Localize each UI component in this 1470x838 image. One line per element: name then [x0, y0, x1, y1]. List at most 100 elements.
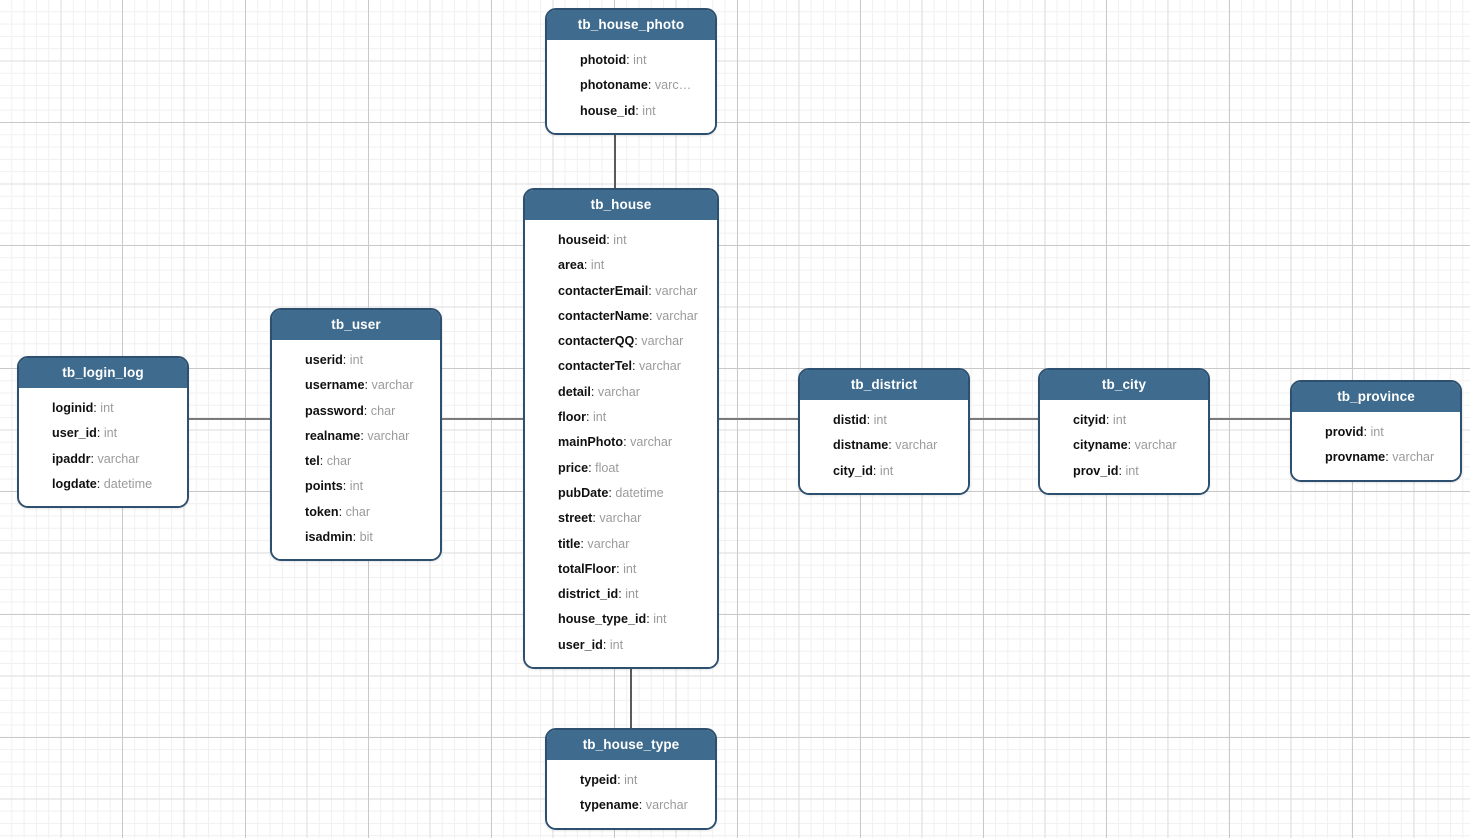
- field-type: int: [1125, 463, 1139, 478]
- field-name: contacterName: [558, 308, 649, 323]
- field-separator: :: [638, 798, 646, 813]
- connector-house-photo[interactable]: [614, 131, 616, 189]
- field-row[interactable]: house_type_id: int: [525, 607, 717, 632]
- field-name: cityid: [1073, 413, 1106, 427]
- field-row[interactable]: contacterEmail: varchar: [525, 279, 717, 304]
- field-row[interactable]: typeid: int: [547, 768, 715, 793]
- field-type: bit: [359, 530, 373, 545]
- field-row[interactable]: distid: int: [800, 408, 968, 433]
- field-row[interactable]: contacterName: varchar: [525, 304, 717, 329]
- field-row[interactable]: loginid: int: [19, 396, 187, 421]
- field-row[interactable]: district_id: int: [525, 582, 717, 607]
- field-name: price: [558, 460, 589, 475]
- field-row[interactable]: distname: varchar: [800, 433, 968, 458]
- field-type: varchar: [656, 308, 698, 323]
- connector-house-district[interactable]: [718, 418, 800, 420]
- field-type: int: [103, 426, 118, 441]
- field-row[interactable]: username: varchar: [272, 373, 440, 398]
- field-row[interactable]: area: int: [525, 253, 717, 278]
- field-separator: :: [90, 451, 98, 466]
- entity-title-tb_province: tb_province: [1292, 382, 1460, 412]
- field-type: varchar: [371, 378, 414, 393]
- field-separator: :: [872, 463, 880, 478]
- field-name: contacterTel: [558, 359, 632, 374]
- connector-city-province[interactable]: [1209, 418, 1292, 420]
- field-row[interactable]: prov_id: int: [1040, 459, 1208, 484]
- field-row[interactable]: pubDate: datetime: [525, 481, 717, 506]
- field-separator: :: [634, 334, 642, 349]
- field-row[interactable]: user_id: int: [525, 633, 717, 658]
- field-row[interactable]: floor: int: [525, 405, 717, 430]
- field-row[interactable]: photoname: varc…: [547, 73, 715, 98]
- field-row[interactable]: city_id: int: [800, 459, 968, 484]
- field-row[interactable]: ipaddr: varchar: [19, 447, 187, 472]
- field-type: char: [370, 403, 396, 418]
- field-row[interactable]: photoid: int: [547, 48, 715, 73]
- field-name: floor: [558, 410, 586, 425]
- field-separator: :: [96, 476, 104, 491]
- field-row[interactable]: title: varchar: [525, 532, 717, 557]
- field-row[interactable]: user_id: int: [19, 421, 187, 446]
- field-row[interactable]: token: char: [272, 500, 440, 525]
- connector-loginlog-user[interactable]: [188, 418, 272, 420]
- field-name: photoid: [580, 53, 627, 67]
- field-row[interactable]: logdate: datetime: [19, 472, 187, 497]
- field-type: int: [1370, 425, 1384, 439]
- field-row[interactable]: contacterTel: varchar: [525, 354, 717, 379]
- field-name: loginid: [52, 401, 94, 415]
- connector-user-house[interactable]: [441, 418, 525, 420]
- field-type: int: [623, 561, 637, 576]
- field-row[interactable]: provid: int: [1292, 420, 1460, 445]
- field-name: distid: [833, 413, 867, 427]
- field-separator: :: [623, 435, 631, 450]
- field-row[interactable]: tel: char: [272, 449, 440, 474]
- field-type: int: [349, 353, 364, 367]
- connector-district-city[interactable]: [969, 418, 1040, 420]
- field-type: datetime: [615, 485, 664, 500]
- field-row[interactable]: contacterQQ: varchar: [525, 329, 717, 354]
- field-row[interactable]: detail: varchar: [525, 380, 717, 405]
- connector-house-housetype[interactable]: [630, 664, 632, 729]
- field-row[interactable]: price: float: [525, 456, 717, 481]
- field-row[interactable]: mainPhoto: varchar: [525, 430, 717, 455]
- field-row[interactable]: isadmin: bit: [272, 525, 440, 550]
- field-row[interactable]: cityid: int: [1040, 408, 1208, 433]
- field-separator: :: [1118, 463, 1126, 478]
- field-row[interactable]: houseid: int: [525, 228, 717, 253]
- field-separator: :: [1105, 413, 1113, 427]
- field-separator: :: [1385, 450, 1393, 465]
- field-separator: :: [338, 504, 346, 519]
- field-row[interactable]: password: char: [272, 399, 440, 424]
- field-row[interactable]: realname: varchar: [272, 424, 440, 449]
- field-row[interactable]: cityname: varchar: [1040, 433, 1208, 458]
- field-name: pubDate: [558, 485, 609, 500]
- field-row[interactable]: house_id: int: [547, 99, 715, 124]
- field-type: varchar: [645, 798, 688, 813]
- field-row[interactable]: points: int: [272, 474, 440, 499]
- field-row[interactable]: userid: int: [272, 348, 440, 373]
- field-name: userid: [305, 353, 343, 367]
- field-row[interactable]: typename: varchar: [547, 793, 715, 818]
- field-name: totalFloor: [558, 561, 617, 576]
- field-separator: :: [866, 413, 874, 427]
- field-row[interactable]: totalFloor: int: [525, 557, 717, 582]
- field-row[interactable]: street: varchar: [525, 506, 717, 531]
- field-row[interactable]: provname: varchar: [1292, 445, 1460, 470]
- field-type: int: [613, 233, 627, 247]
- field-name: realname: [305, 428, 361, 443]
- field-type: datetime: [103, 476, 153, 491]
- entity-title-tb_login_log: tb_login_log: [19, 358, 187, 388]
